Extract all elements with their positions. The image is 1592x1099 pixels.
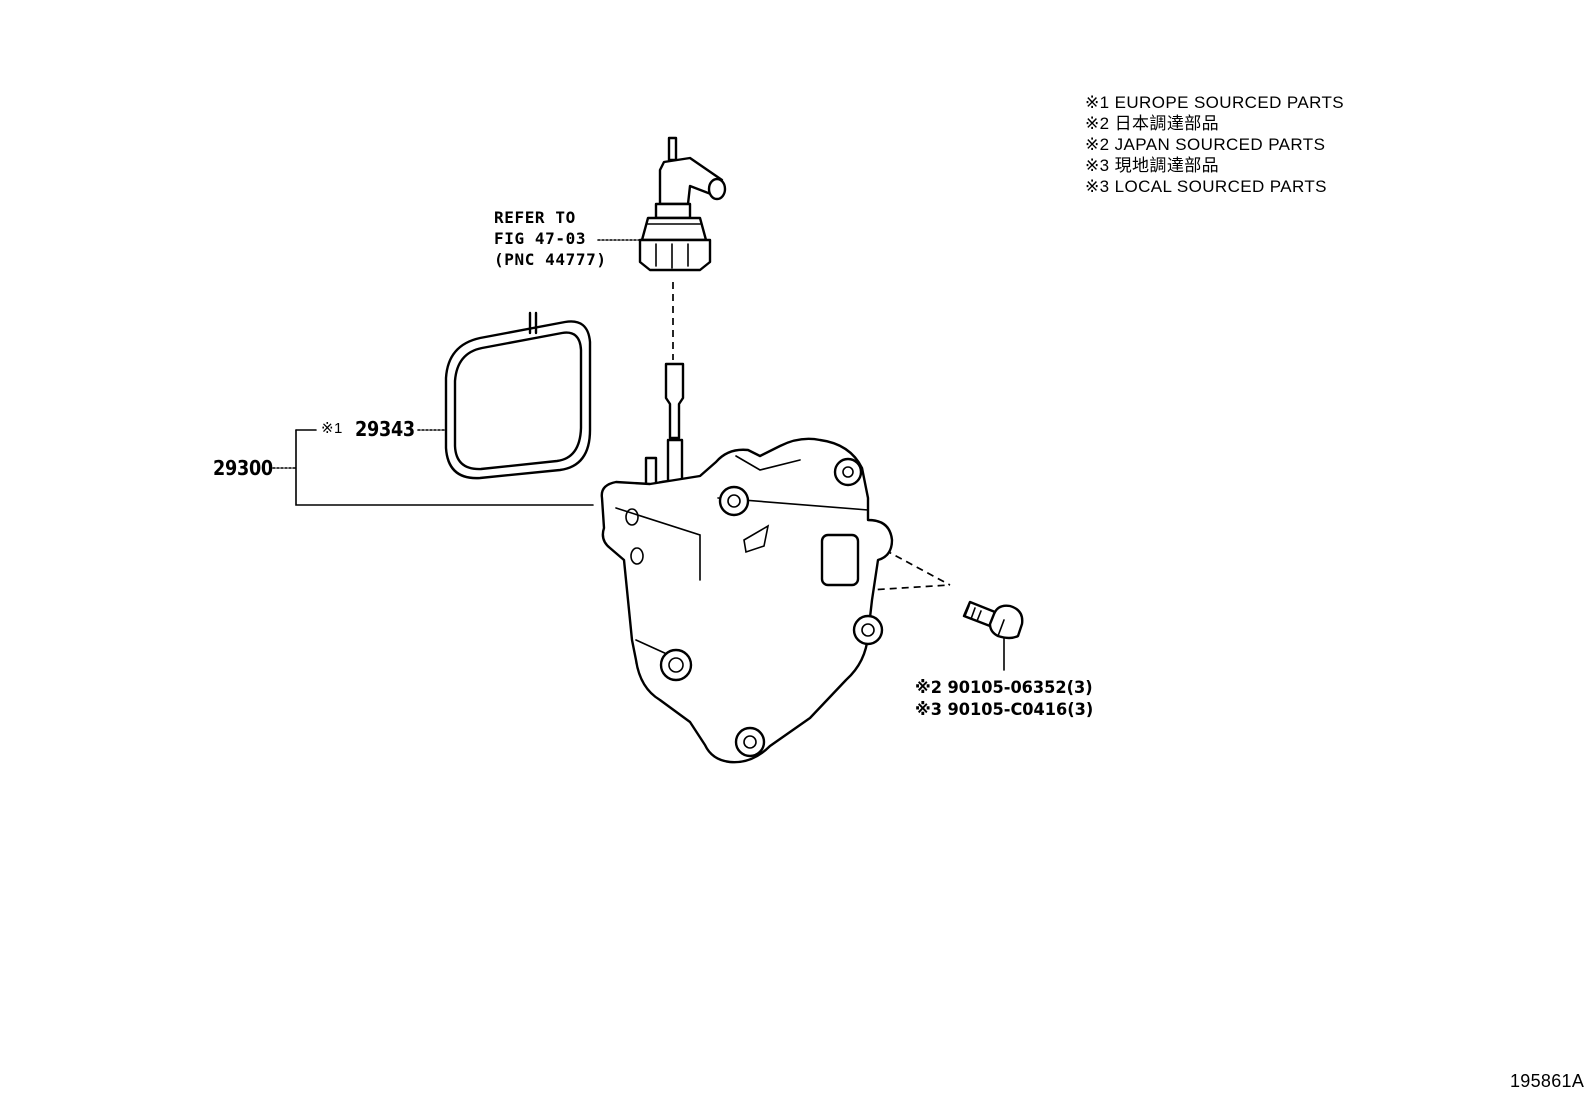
part-number-29343[interactable]: 29343 bbox=[355, 417, 415, 441]
figure-number: 195861A bbox=[1510, 1071, 1585, 1091]
legend-local-jp: ※3 現地調達部品 bbox=[1085, 156, 1220, 175]
leader-lines bbox=[272, 239, 1005, 671]
refer-to-line1: REFER TO bbox=[494, 208, 576, 227]
part-number-29300[interactable]: 29300 bbox=[213, 456, 273, 480]
refer-to-fig[interactable]: FIG 47-03 bbox=[494, 229, 587, 248]
legend-japan-jp: ※2 日本調達部品 bbox=[1085, 114, 1220, 133]
part-number-bolt-local[interactable]: ※3 90105-C0416(3) bbox=[915, 700, 1094, 720]
legend-japan: ※2 JAPAN SOURCED PARTS bbox=[1085, 135, 1326, 154]
part-mark-europe: ※1 bbox=[321, 420, 343, 437]
legend-europe: ※1 EUROPE SOURCED PARTS bbox=[1085, 93, 1344, 112]
part-number-bolt-japan[interactable]: ※2 90105-06352(3) bbox=[915, 678, 1093, 698]
hose-connector-icon bbox=[638, 136, 727, 272]
vacuum-pump-icon bbox=[600, 362, 894, 764]
gasket-icon bbox=[444, 311, 592, 480]
legend-local: ※3 LOCAL SOURCED PARTS bbox=[1085, 177, 1327, 196]
bolt-icon bbox=[962, 600, 1024, 640]
refer-to-pnc: (PNC 44777) bbox=[494, 250, 607, 269]
